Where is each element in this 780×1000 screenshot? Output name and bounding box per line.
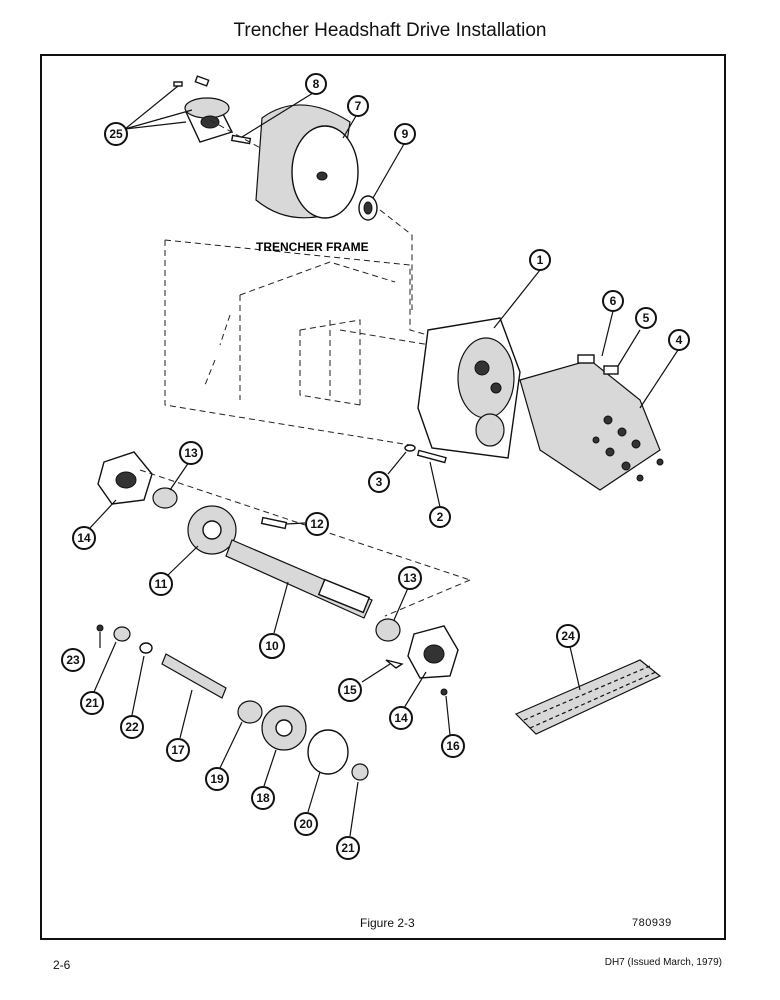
- figure-caption: Figure 2-3: [360, 916, 415, 930]
- capscrew-part: [416, 449, 447, 464]
- svg-text:3: 3: [376, 475, 383, 489]
- callout-4: 4: [668, 329, 690, 351]
- hub-part: [173, 75, 233, 143]
- callout-15: 15: [338, 678, 362, 702]
- callout-8: 8: [305, 73, 327, 95]
- svg-text:11: 11: [155, 577, 168, 591]
- washer-part: [404, 444, 416, 452]
- svg-text:8: 8: [313, 77, 320, 91]
- washer-22-part: [139, 642, 153, 654]
- callout-20: 20: [294, 812, 318, 836]
- callout-22: 22: [120, 715, 144, 739]
- bearing-part: [152, 487, 178, 509]
- issue-note: DH7 (Issued March, 1979): [604, 957, 722, 968]
- svg-text:18: 18: [256, 791, 270, 805]
- svg-text:21: 21: [341, 841, 355, 855]
- svg-text:6: 6: [610, 294, 617, 308]
- idler-sprocket-part: [261, 705, 307, 751]
- callout-23: 23: [61, 648, 85, 672]
- frame-label: TRENCHER FRAME: [256, 240, 369, 254]
- callout-18: 18: [251, 786, 275, 810]
- disc-20-part: [307, 729, 349, 775]
- svg-text:10: 10: [265, 639, 279, 653]
- bearing-21b-part: [351, 763, 369, 781]
- cotter-pin-part: [385, 659, 404, 669]
- bushing-19-part: [237, 700, 263, 724]
- callout-17: 17: [166, 738, 190, 762]
- callout-5: 5: [635, 307, 657, 329]
- callout-2: 2: [429, 506, 451, 528]
- callout-3: 3: [368, 471, 390, 493]
- svg-text:14: 14: [394, 711, 408, 725]
- svg-text:19: 19: [210, 772, 224, 786]
- callout-19: 19: [205, 767, 229, 791]
- drum-part: [255, 104, 359, 219]
- svg-text:14: 14: [77, 531, 91, 545]
- trencher-frame: TRENCHER FRAME: [164, 239, 446, 446]
- callout-13b: 13: [398, 566, 422, 590]
- callout-25: 25: [104, 122, 128, 146]
- headshaft-part: [225, 539, 373, 619]
- bearing-right-part: [375, 618, 401, 642]
- page-number: 2-6: [53, 958, 71, 972]
- gearbox-part: [417, 317, 521, 459]
- callout-10: 10: [259, 633, 285, 659]
- callout-11: 11: [149, 572, 173, 596]
- grease-fitting-part: [440, 688, 448, 696]
- figure-frame: [40, 54, 726, 940]
- svg-text:9: 9: [402, 127, 409, 141]
- fitting-23-part: [96, 624, 104, 632]
- drive-chain-part: [514, 659, 662, 735]
- flange-bearing-left: [97, 451, 153, 505]
- svg-text:1: 1: [537, 253, 544, 267]
- svg-text:24: 24: [561, 629, 575, 643]
- svg-text:17: 17: [171, 743, 185, 757]
- callout-24: 24: [556, 624, 580, 648]
- svg-text:13: 13: [184, 446, 198, 460]
- key-part: [230, 134, 252, 145]
- svg-text:5: 5: [643, 311, 650, 325]
- svg-text:2: 2: [437, 510, 444, 524]
- callout-9: 9: [394, 123, 416, 145]
- callout-21b: 21: [336, 836, 360, 860]
- svg-text:4: 4: [676, 333, 683, 347]
- leader-lines: [89, 85, 679, 837]
- snap-ring-part: [358, 195, 378, 221]
- callout-7: 7: [347, 95, 369, 117]
- sprocket-part: [187, 505, 237, 555]
- svg-text:23: 23: [66, 653, 80, 667]
- callout-13: 13: [179, 441, 203, 465]
- flange-bearing-right: [407, 625, 459, 679]
- callout-21: 21: [80, 691, 104, 715]
- hydraulic-motor-part: [519, 354, 664, 491]
- svg-text:21: 21: [85, 696, 99, 710]
- figure-number: 780939: [632, 917, 672, 929]
- svg-text:7: 7: [355, 99, 362, 113]
- bearing-21-part: [113, 626, 131, 642]
- callout-6: 6: [602, 290, 624, 312]
- svg-text:20: 20: [299, 817, 313, 831]
- callout-14: 14: [72, 526, 96, 550]
- callout-12: 12: [305, 512, 329, 536]
- svg-text:22: 22: [125, 720, 139, 734]
- page-title: Trencher Headshaft Drive Installation: [233, 20, 547, 41]
- svg-text:15: 15: [343, 683, 357, 697]
- svg-text:16: 16: [446, 739, 460, 753]
- callout-16: 16: [441, 734, 465, 758]
- svg-text:25: 25: [109, 127, 123, 141]
- idler-shaft-part: [161, 653, 227, 699]
- callout-14b: 14: [389, 706, 413, 730]
- svg-text:12: 12: [310, 517, 324, 531]
- key-12-part: [260, 516, 288, 530]
- svg-text:13: 13: [403, 571, 417, 585]
- callout-1: 1: [529, 249, 551, 271]
